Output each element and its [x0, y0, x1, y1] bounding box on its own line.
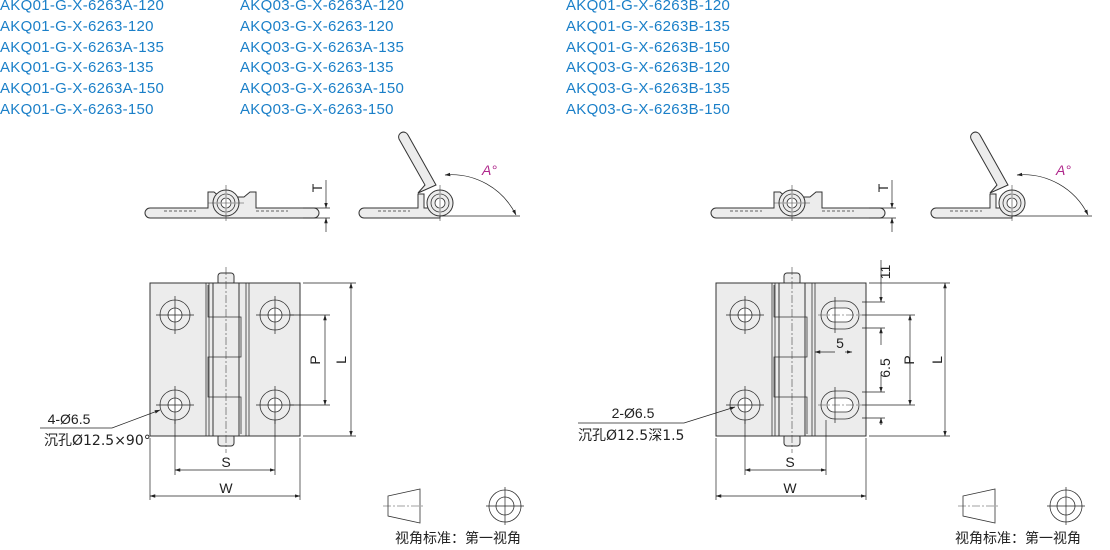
part-code: AKQ03-G-X-6263-120	[240, 17, 394, 35]
projection-label: 视角标准：第一视角	[395, 530, 521, 547]
dim-W-label: W	[219, 480, 233, 496]
part-code: AKQ01-G-X-6263B-135	[566, 17, 731, 35]
angle-label: A°	[1055, 162, 1071, 178]
dim-11-label: 11	[877, 265, 893, 280]
right-side-view-open: A°	[931, 132, 1092, 221]
part-code: AKQ03-G-X-6263A-150	[240, 80, 405, 98]
part-code: AKQ01-G-X-6263-150	[0, 100, 154, 118]
angle-label: A°	[481, 162, 497, 178]
hole-note-countersink: 沉孔Ø12.5×90°	[44, 433, 151, 449]
part-code: AKQ01-G-X-6263A-150	[0, 80, 165, 98]
dim-5-label: 5	[836, 335, 844, 351]
projection-symbol-right: 视角标准：第一视角	[955, 487, 1085, 547]
dim-T-label: T	[309, 183, 325, 192]
part-code: AKQ03-G-X-6263-135	[240, 59, 394, 77]
dim-6.5-label: 6.5	[877, 358, 893, 378]
dim-S-label: S	[221, 454, 230, 470]
dim-P-label: P	[901, 355, 917, 364]
part-code: AKQ01-G-X-6263B-150	[566, 38, 731, 56]
part-codes-column-3: AKQ01-G-X-6263B-120 AKQ01-G-X-6263B-135 …	[566, 0, 730, 121]
hole-note-counterbore: 沉孔Ø12.5深1.5	[578, 428, 684, 444]
hole-note-count: 2-Ø6.5	[612, 405, 655, 421]
part-code: AKQ01-G-X-6263-120	[0, 17, 154, 35]
projection-label: 视角标准：第一视角	[955, 530, 1081, 547]
part-code: AKQ01-G-X-6263A-135	[0, 38, 165, 56]
left-front-view: P L S W 4-Ø6.5 沉孔Ø12.5×90°	[40, 266, 356, 500]
projection-symbol-left: 视角标准：第一视角	[383, 487, 524, 547]
hole-note-count: 4-Ø6.5	[48, 411, 91, 427]
part-code: AKQ01-G-X-6263A-120	[0, 0, 165, 14]
dim-T-label: T	[875, 183, 891, 192]
part-code: AKQ03-G-X-6263A-120	[240, 0, 405, 14]
left-side-view-flat: T	[144, 180, 330, 232]
part-code: AKQ03-G-X-6263B-150	[566, 100, 731, 118]
part-code: AKQ01-G-X-6263B-120	[566, 0, 731, 14]
dim-W-label: W	[783, 480, 797, 496]
dim-L-label: L	[929, 356, 945, 364]
part-code: AKQ03-G-X-6263-150	[240, 100, 394, 118]
part-codes-column-1: AKQ01-G-X-6263A-120 AKQ01-G-X-6263-120 A…	[0, 0, 164, 121]
dim-S-label: S	[785, 454, 794, 470]
part-codes-column-2: AKQ03-G-X-6263A-120 AKQ03-G-X-6263-120 A…	[240, 0, 404, 121]
left-side-view-open: A°	[359, 132, 520, 221]
part-code: AKQ01-G-X-6263-135	[0, 59, 154, 77]
part-code: AKQ03-G-X-6263A-135	[240, 38, 405, 56]
right-front-view: 11 6.5 5 P L S W 2-Ø6.5 沉孔Ø12.5深1.5	[578, 260, 950, 500]
part-code: AKQ03-G-X-6263B-120	[566, 59, 731, 77]
dim-P-label: P	[307, 355, 323, 364]
part-code: AKQ03-G-X-6263B-135	[566, 80, 731, 98]
dim-L-label: L	[333, 356, 349, 364]
right-side-view-flat: T	[710, 180, 896, 232]
